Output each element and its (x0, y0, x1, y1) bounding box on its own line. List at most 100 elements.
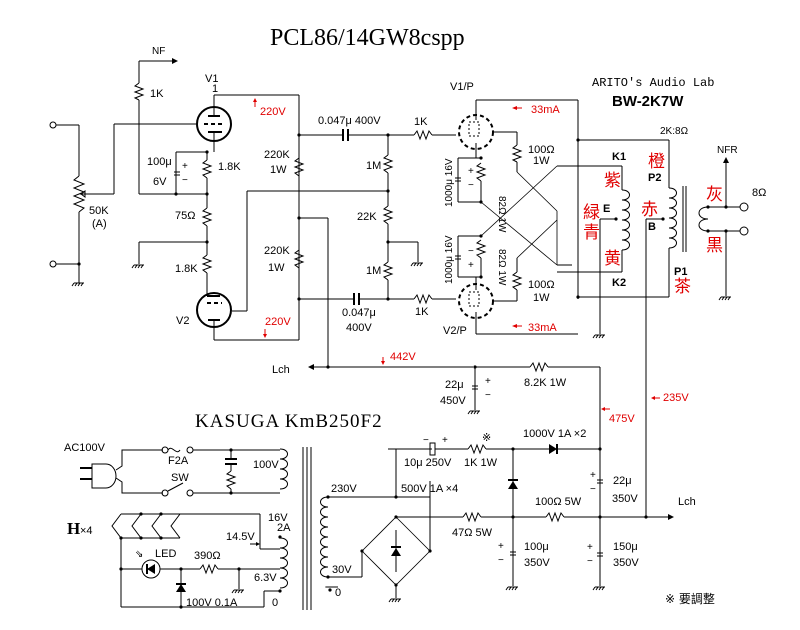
heater-section: H ×4 16V 2A 14.5V LED ⇘ 390Ω 6.3 (67, 512, 291, 609)
v1-label: V1 (205, 73, 218, 85)
ground-icon (131, 264, 145, 269)
r47-value: 47Ω 5W (452, 527, 493, 539)
cap1-value: 100μ (147, 156, 172, 168)
grid-stopper-bot-value: 1K (415, 306, 429, 318)
hv-diode-icon (549, 444, 557, 454)
hv-diode2-icon (508, 481, 518, 489)
c150-plus: + (587, 542, 593, 553)
c22-350-minus: − (590, 484, 596, 495)
screen-r-bot-watt: 1W (533, 292, 550, 304)
heater-count: ×4 (80, 525, 93, 537)
grid-leak-top (382, 154, 394, 174)
ot-p1: P1 (674, 266, 687, 278)
coupling-cap-bot: 0.047μ (342, 307, 376, 319)
r82k-value: 8.2K 1W (524, 377, 567, 389)
hv-supply: Lch 442V + − 22μ 450V 8.2K 1W 475V 235V … (272, 351, 715, 606)
v2p-current: 33mA (528, 322, 557, 334)
lch-top-arrow-icon (308, 364, 314, 370)
pot-taper: (A) (92, 218, 107, 230)
screen-r-bot-value: 100Ω (528, 279, 555, 291)
cap1-minus: − (182, 175, 188, 186)
adjust-resistor (467, 443, 487, 455)
nf-resistor-value: 1K (150, 88, 164, 100)
c100-plus: + (498, 541, 504, 552)
speaker-terminal-hot[interactable] (739, 202, 749, 212)
pt-primary-winding (279, 448, 288, 490)
cathode-resistor-bot (475, 239, 487, 259)
c100-value: 100μ (524, 541, 549, 553)
c100-minus: − (498, 555, 504, 566)
heater-diode-icon (176, 584, 186, 592)
volume-pot[interactable] (72, 175, 86, 213)
ot-primary-p-winding (668, 187, 677, 249)
v1p-current: 33mA (531, 104, 560, 116)
heater-2 (131, 513, 142, 539)
ground-icon (592, 586, 606, 591)
ground-icon (388, 598, 402, 603)
heater-4 (170, 513, 181, 539)
c22-450-minus: − (485, 390, 491, 401)
kres-top-value: 82Ω 1W (496, 196, 507, 233)
kcap-top-value: 1000μ 16V (444, 158, 455, 207)
ot-secondary-winding (698, 206, 709, 232)
heater-14-5v: 14.5V (226, 531, 255, 543)
c22-450-voltage: 450V (440, 395, 466, 407)
cap1-plus: + (182, 161, 188, 172)
ground-icon (505, 586, 519, 591)
kcap-bot-plus: + (468, 260, 474, 271)
input-terminal-hot[interactable] (49, 121, 57, 129)
input-section: 50K (A) NF 1K (49, 46, 198, 287)
v1-plate-r-value: 220K (264, 149, 290, 161)
r1k-value: 1K 1W (464, 457, 498, 469)
grid-stopper-bot (413, 293, 433, 305)
mid-resistor (201, 207, 213, 227)
hv-diodes-label: 1000V 1A ×2 (523, 428, 586, 440)
speaker-terminal-ground[interactable] (739, 226, 749, 236)
v2p-label: V2/P (443, 325, 467, 337)
ground-icon (231, 589, 245, 594)
v2-plate-r-value: 220K (264, 245, 290, 257)
c22-450-plus: + (485, 376, 491, 387)
heater-2a: 2A (277, 522, 291, 534)
ot-model: BW-2K7W (612, 93, 684, 110)
ot-k2: K2 (612, 277, 626, 289)
input-terminal-ground[interactable] (49, 260, 57, 268)
c150-value: 150μ (613, 541, 638, 553)
bias-divider-resistor (382, 205, 394, 225)
kcap-bot-minus: − (468, 246, 474, 257)
ground-icon (592, 334, 606, 339)
heater-3 (151, 513, 162, 539)
ground-icon (71, 282, 85, 287)
c22-350-value: 22μ (613, 475, 632, 487)
heater-6-3v: 6.3V (254, 572, 277, 584)
ground-icon (410, 262, 424, 267)
led-light-icon: ⇘ (135, 549, 143, 560)
primary-label: 100V (253, 459, 279, 471)
footnote: ※ 要調整 (665, 591, 715, 606)
r100-value: 100Ω 5W (535, 496, 582, 508)
kcap-top-minus: − (468, 180, 474, 191)
ot-ratio: 2K:8Ω (660, 126, 689, 137)
adjust-mark: ※ (482, 432, 491, 444)
heater-diode-label: 100V 0.1A (186, 597, 238, 609)
switch-label: SW (171, 472, 189, 484)
ot-color-red: 赤 (641, 200, 658, 220)
title: PCL86/14GW8cspp (270, 25, 465, 51)
pt-hv-winding (320, 496, 329, 578)
ground-icon (718, 296, 732, 301)
grid-stopper-top-value: 1K (414, 116, 428, 128)
ot-p2: P2 (648, 172, 661, 184)
power-switch[interactable] (161, 489, 169, 497)
screen-r-top-value: 100Ω (528, 144, 555, 156)
r47-resistor (462, 511, 482, 523)
c150-minus: − (587, 556, 593, 567)
voltage-475: 475V (609, 413, 635, 425)
led-resistor (199, 563, 219, 575)
pot-value: 50K (89, 205, 109, 217)
ac-label: AC100V (64, 442, 106, 454)
nfr-arrow-icon (723, 157, 729, 163)
screen-resistor-top (511, 144, 523, 163)
kcap-bot-value: 1000μ 16V (444, 235, 455, 284)
plug-icon[interactable] (91, 463, 117, 489)
